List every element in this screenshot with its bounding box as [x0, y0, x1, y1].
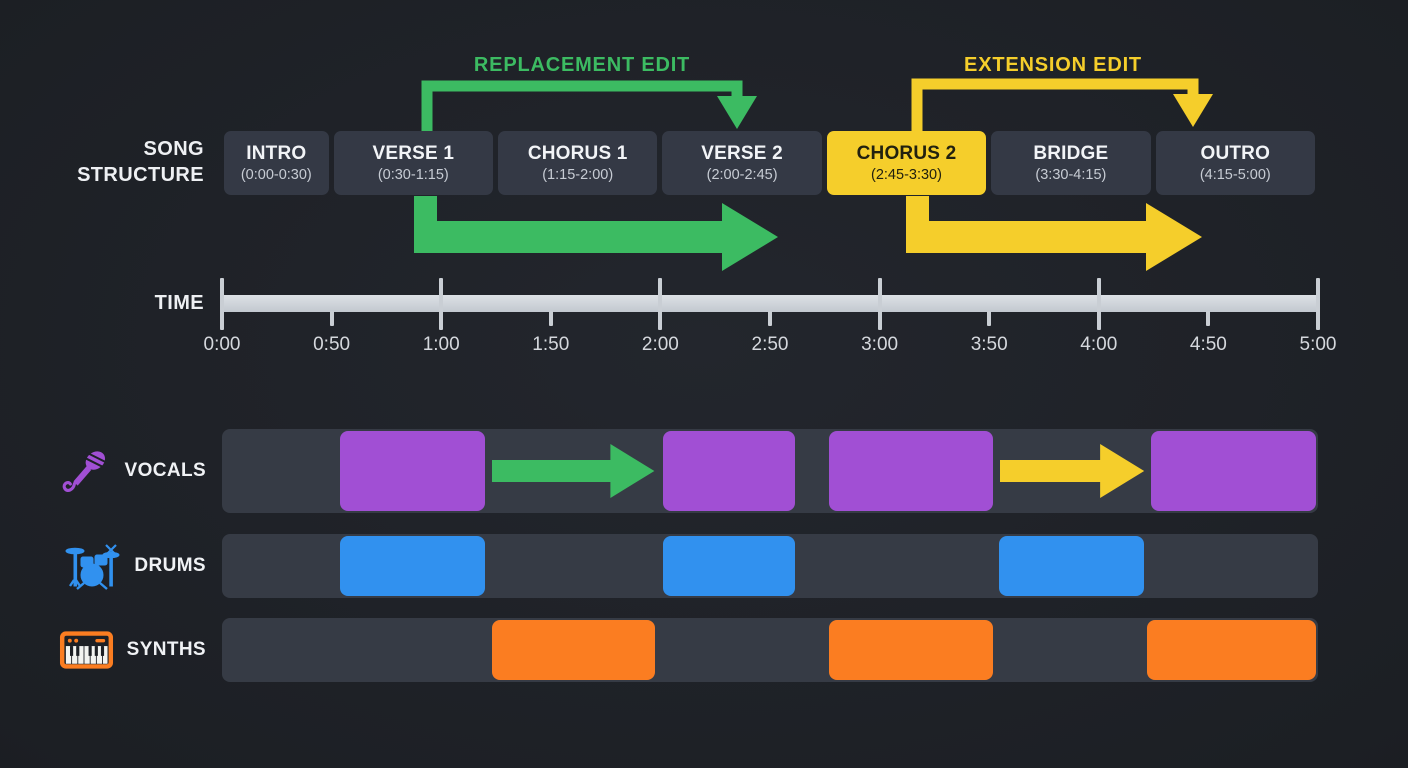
timeline-minor-tick — [1206, 311, 1211, 326]
vocals-clip-block — [829, 431, 993, 511]
timeline-minor-tick — [329, 311, 334, 326]
tick-label: 4:00 — [1080, 334, 1118, 355]
drums-track-header: DRUMS — [0, 534, 206, 598]
timeline-major-tick — [658, 278, 663, 330]
green-copy-arrow — [492, 444, 655, 498]
yellow-arrow-shape — [1000, 444, 1145, 498]
song-structure-label-line1: SONG — [143, 138, 204, 160]
section-box-chorus-2: CHORUS 2 (2:45-3:30) — [826, 131, 987, 195]
section-name: OUTRO — [1200, 143, 1271, 164]
timeline-minor-tick — [768, 311, 772, 326]
yellow-copy-arrow — [1000, 444, 1145, 498]
green-arrow-shape — [492, 444, 655, 498]
drums-clip-block — [339, 536, 485, 596]
drums-clip-block — [999, 536, 1145, 596]
tick-label: 2:50 — [751, 334, 789, 355]
replacement-edit-flow-stem — [414, 196, 437, 253]
vocals-lane — [222, 429, 1318, 513]
synths-clip-block — [829, 620, 993, 680]
vocals-track-label: VOCALS — [124, 460, 206, 481]
tick-label: 0:50 — [313, 334, 351, 355]
section-name: BRIDGE — [1033, 143, 1109, 164]
extension-edit-flow-stem — [906, 196, 929, 253]
timeline-major-tick — [1096, 278, 1101, 330]
drums-track-label: DRUMS — [134, 555, 206, 576]
synths-clip-block — [1147, 620, 1316, 680]
song-structure-label: SONG STRUCTURE — [0, 136, 204, 188]
timeline-major-tick — [220, 278, 224, 330]
song-structure-label-line2: STRUCTURE — [77, 164, 204, 186]
tick-label: 3:00 — [861, 334, 899, 355]
section-time: (4:15-5:00) — [1199, 167, 1271, 183]
timeline-minor-tick — [987, 311, 992, 326]
section-time: (0:30-1:15) — [377, 167, 449, 183]
extension-edit-label: EXTENSION EDIT — [964, 54, 1142, 76]
section-time: (0:00-0:30) — [240, 167, 312, 183]
timeline-minor-tick — [548, 311, 553, 326]
section-box-intro: INTRO (0:00-0:30) — [224, 131, 329, 195]
tick-label: 3:50 — [970, 334, 1008, 355]
synths-track-label: SYNTHS — [126, 639, 206, 660]
timeline-major-tick — [439, 278, 444, 330]
replacement-edit-bracket-arrowhead — [717, 96, 757, 129]
section-box-bridge: BRIDGE (3:30-4:15) — [991, 131, 1151, 195]
drums-lane — [222, 534, 1318, 598]
replacement-edit-bracket — [421, 80, 743, 133]
tick-label: 1:00 — [422, 334, 460, 355]
keyboard-icon — [59, 628, 114, 672]
section-box-verse-2: VERSE 2 (2:00-2:45) — [662, 131, 822, 195]
synths-lane — [222, 618, 1318, 682]
synths-track-header: SYNTHS — [0, 618, 206, 682]
section-time: (1:15-2:00) — [542, 167, 614, 183]
microphone-icon — [62, 446, 112, 496]
section-box-outro: OUTRO (4:15-5:00) — [1155, 131, 1315, 195]
extension-edit-bracket — [911, 78, 1199, 133]
replacement-edit-label: REPLACEMENT EDIT — [473, 54, 691, 76]
time-axis-label: TIME — [154, 292, 204, 314]
section-name: VERSE 2 — [701, 143, 783, 164]
section-box-verse-1: VERSE 1 (0:30-1:15) — [333, 131, 493, 195]
section-box-chorus-1: CHORUS 1 (1:15-2:00) — [498, 131, 658, 195]
vocals-clip-block — [1150, 431, 1316, 511]
tick-label: 5:00 — [1299, 334, 1337, 355]
vocals-track-header: VOCALS — [0, 429, 206, 513]
tick-label: 0:00 — [203, 334, 241, 355]
timeline-bar — [222, 295, 1318, 312]
timeline-major-tick — [1316, 278, 1320, 330]
vocals-clip-block — [663, 431, 796, 511]
section-name: VERSE 1 — [372, 143, 455, 164]
section-time: (2:00-2:45) — [706, 167, 778, 183]
section-name: INTRO — [246, 143, 307, 164]
tick-label: 1:50 — [532, 334, 570, 355]
section-time: (3:30-4:15) — [1035, 167, 1107, 183]
drums-clip-block — [663, 536, 796, 596]
replacement-edit-flow-arrow — [414, 203, 778, 271]
section-name: CHORUS 1 — [527, 143, 628, 164]
extension-edit-flow-arrow — [906, 203, 1202, 271]
extension-edit-bracket-arrowhead — [1173, 94, 1213, 127]
timeline-major-tick — [877, 278, 882, 330]
drums-icon — [65, 541, 121, 591]
tick-label: 4:50 — [1189, 334, 1227, 355]
synths-clip-block — [491, 620, 655, 680]
section-name: CHORUS 2 — [856, 143, 957, 164]
section-time: (2:45-3:30) — [871, 167, 942, 183]
tick-label: 2:00 — [641, 334, 679, 355]
vocals-clip-block — [339, 431, 485, 511]
